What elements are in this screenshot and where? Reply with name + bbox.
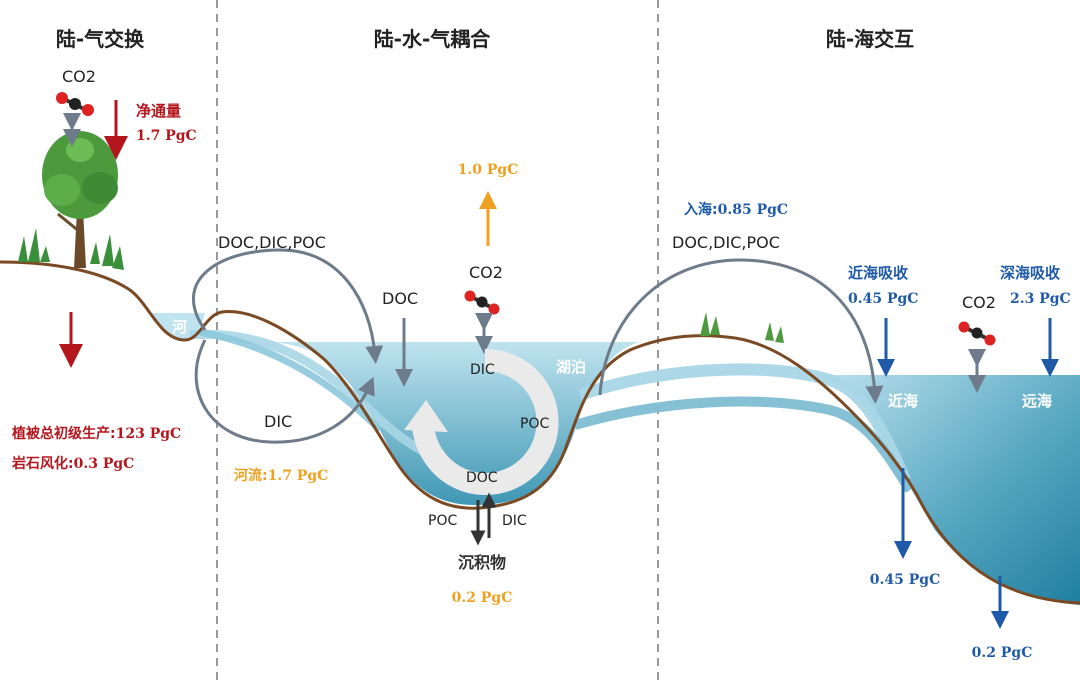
river-flux-label: 河流 [234, 467, 262, 484]
lake-doc-input-label: DOC [382, 289, 418, 308]
lake-label: 湖泊 [556, 358, 586, 376]
lake-cycle-ring [404, 348, 559, 495]
cycle-poc-label: POC [520, 416, 549, 432]
net-flux-label: 净通量 [136, 102, 181, 120]
river-flux-text: 河流:1.7 PgC [234, 467, 328, 484]
weathering-value: 0.3 PgC [74, 456, 135, 472]
cycle-doc-label: DOC [466, 470, 498, 486]
gpp-value: 123 PgC [116, 426, 182, 442]
cycle-dic-label: DIC [470, 362, 495, 378]
stream-river-to-lake-2 [199, 328, 383, 433]
to-sea-label: 入海 [684, 201, 712, 218]
gpp-text: 植被总初级生产:123 PgC [11, 425, 181, 442]
deep-uptake-label: 深海吸收 [1000, 264, 1060, 282]
river-dic-arc [194, 339, 375, 444]
ground-profile [0, 260, 1080, 605]
co2-molecule-icon-sea [958, 321, 996, 346]
river-label: 河 [172, 318, 187, 336]
deep-burial-value: 0.2 PgC [972, 645, 1033, 661]
to-sea-text: 入海:0.85 PgC [684, 201, 788, 218]
section-title-land-sea: 陆-海交互 [826, 27, 914, 51]
river-transport-arc [191, 248, 384, 364]
co2-label-lake: CO2 [469, 263, 503, 282]
coastal-label: 近海 [888, 392, 918, 410]
deep-uptake-value: 2.3 PgC [1010, 291, 1071, 307]
co2-label-land: CO2 [62, 67, 96, 86]
coastal-uptake-value: 0.45 PgC [848, 291, 918, 307]
sea-transport-arc [598, 258, 884, 404]
co2-molecule-icon-lake [464, 290, 500, 315]
to-sea-value: 0.85 PgC [718, 202, 788, 218]
river-carbon-forms: DOC,DIC,POC [218, 233, 326, 252]
sediment-poc-label: POC [428, 513, 457, 529]
weathering-label: 岩石风化 [11, 455, 68, 472]
tree-icon [42, 131, 118, 268]
section-title-land-air: 陆-气交换 [56, 27, 145, 51]
coastal-uptake-label: 近海吸收 [848, 264, 908, 282]
sea-carbon-forms: DOC,DIC,POC [672, 233, 780, 252]
weathering-text: 岩石风化:0.3 PgC [11, 455, 134, 472]
open-sea-label: 远海 [1022, 392, 1052, 410]
stream-lake-to-sea-2 [573, 396, 915, 493]
grass-right [700, 312, 784, 343]
co2-label-sea: CO2 [962, 293, 996, 312]
sediment-label: 沉积物 [458, 553, 506, 572]
net-flux-value: 1.7 PgC [136, 128, 197, 144]
river-dic-label: DIC [264, 412, 292, 431]
co2-molecule-icon-land [56, 92, 94, 116]
gpp-label: 植被总初级生产 [11, 425, 110, 442]
sediment-dic-label: DIC [502, 513, 527, 529]
sea-water [810, 375, 1080, 605]
grass-left [18, 228, 124, 270]
section-title-land-water-air: 陆-水-气耦合 [374, 27, 492, 51]
river-flux-value: 1.7 PgC [268, 468, 329, 484]
coastal-burial-value: 0.45 PgC [870, 572, 940, 588]
sediment-value: 0.2 PgC [452, 590, 513, 606]
lake-outgas-value: 1.0 PgC [458, 162, 519, 178]
